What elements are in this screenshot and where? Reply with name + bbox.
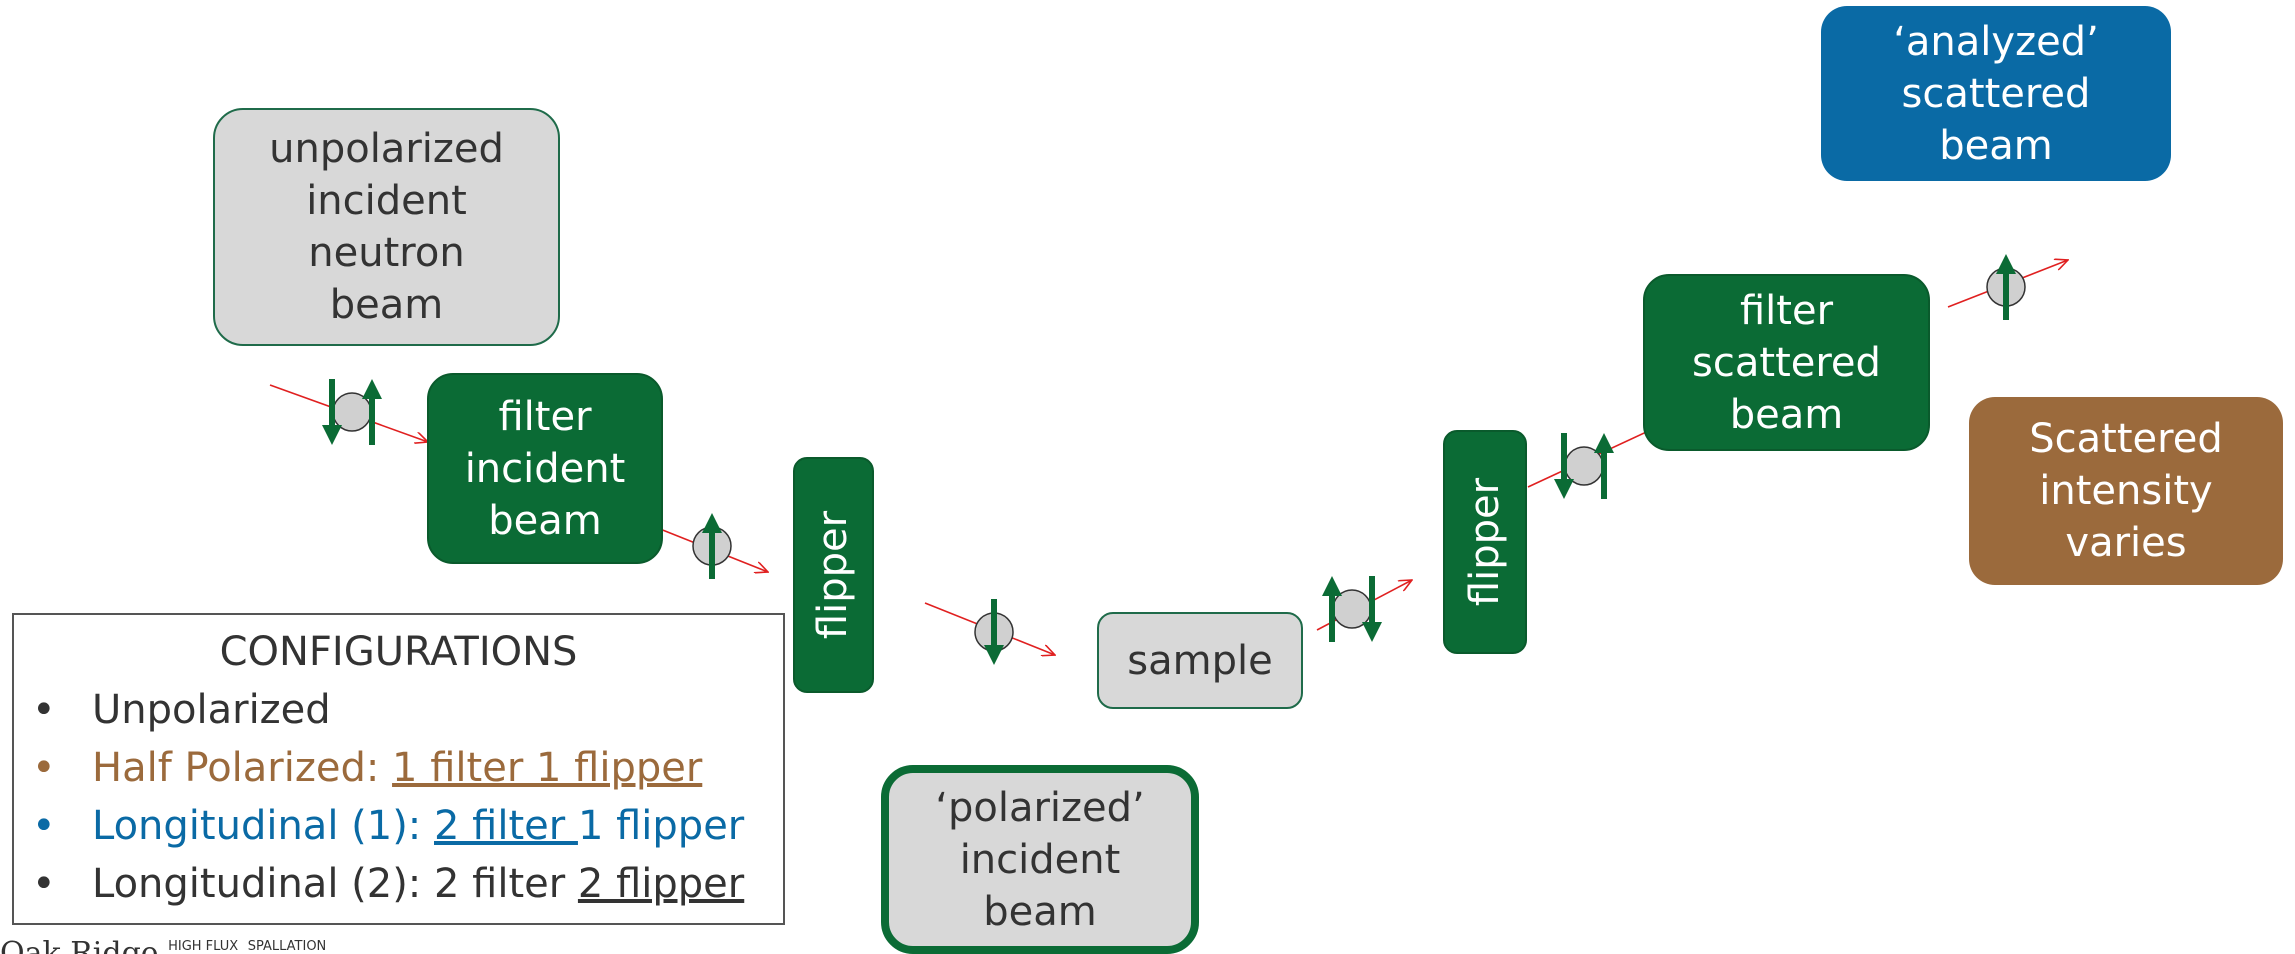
spin-after-flipper <box>974 599 1014 665</box>
bullet: • <box>32 687 56 733</box>
filter-scattered-beam-box: filter scattered beam <box>1643 274 1930 451</box>
spin-down-arrow-icon <box>1362 576 1382 642</box>
configurations-list: • Unpolarized • Half Polarized: 1 filter 1… <box>14 681 783 913</box>
logo-tag-2: SPALLATION <box>247 939 327 954</box>
sample-box: sample <box>1097 612 1303 709</box>
config-item-suffix: 1 flipper <box>577 803 745 849</box>
spin-pair-before-filter <box>322 379 382 445</box>
bullet: • <box>32 745 56 791</box>
flipper-1-box: flipper <box>793 457 874 693</box>
spin-down-arrow-icon <box>1554 433 1574 499</box>
config-item-label: Longitudinal (2): 2 filter <box>92 861 578 907</box>
spin-up-arrow-icon <box>1322 576 1342 642</box>
spin-after-filter <box>692 513 732 579</box>
flipper-2-box: flipper <box>1443 430 1527 654</box>
unpolarized-beam-box: unpolarized incident neutron beam <box>213 108 560 346</box>
bullet: • <box>32 803 56 849</box>
bullet: • <box>32 861 56 907</box>
configurations-panel: CONFIGURATIONS • Unpolarized • Half Polari… <box>12 613 785 925</box>
config-item-unpolarized: • Unpolarized <box>14 681 783 739</box>
config-item-underlined: 1 filter 1 flipper <box>392 745 703 791</box>
configurations-title: CONFIGURATIONS <box>219 629 578 675</box>
config-item-label: Longitudinal (1): <box>92 803 434 849</box>
spin-up-arrow-icon <box>362 379 382 445</box>
polarized-beam-box: ‘polarized’ incident beam <box>881 765 1199 954</box>
spin-after-flipper-2 <box>1554 433 1614 499</box>
analyzed-scattered-beam-box: ‘analyzed’ scattered beam <box>1821 6 2171 181</box>
spin-after-analyzer <box>1986 254 2026 320</box>
config-item-underlined: 2 filter <box>434 803 578 849</box>
spin-markers <box>322 254 2026 665</box>
config-item-longitudinal-2: • Longitudinal (2): 2 filter 2 flipper <box>14 855 783 913</box>
scattered-intensity-box: Scattered intensity varies <box>1969 397 2283 585</box>
filter-incident-beam-box: filter incident beam <box>427 373 663 564</box>
config-item-label: Half Polarized: <box>92 745 393 791</box>
spin-down-arrow-icon <box>984 599 1004 665</box>
spin-up-arrow-icon <box>702 513 722 579</box>
logo-name: Oak Ridge <box>0 938 159 954</box>
spin-down-arrow-icon <box>322 379 342 445</box>
logo-tag-1: HIGH FLUX <box>168 939 239 954</box>
flipper-1-label: flipper <box>810 510 857 640</box>
spin-after-sample <box>1322 576 1382 642</box>
config-item-label: Unpolarized <box>92 687 331 733</box>
spin-up-arrow-icon <box>1996 254 2016 320</box>
config-item-longitudinal-1: • Longitudinal (1): 2 filter 1 flipper <box>14 797 783 855</box>
oak-ridge-logo: Oak Ridge HIGH FLUX SPALLATION <box>0 938 326 954</box>
spin-up-arrow-icon <box>1594 433 1614 499</box>
config-item-underlined: 2 flipper <box>577 861 745 907</box>
flipper-2-label: flipper <box>1462 477 1508 607</box>
config-item-half-polarized: • Half Polarized: 1 filter 1 flipper <box>14 739 783 797</box>
